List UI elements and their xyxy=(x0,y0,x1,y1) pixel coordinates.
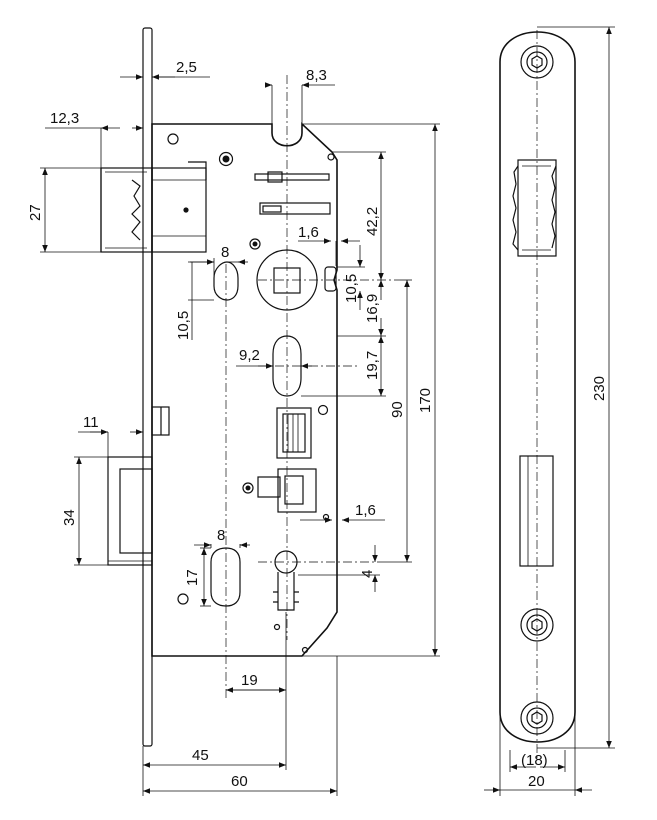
dead-bolt xyxy=(100,161,207,253)
dim-bolt-projection: 12,3 xyxy=(50,110,79,127)
screw-middle xyxy=(520,608,554,642)
dimension-labels: 2,5 8,3 12,3 27 42,2 1,6 8 10,5 10,5 16,… xyxy=(27,59,434,790)
dim-follower-to-key: 90 xyxy=(389,401,406,418)
dim-faceplate-length: 230 xyxy=(591,376,608,401)
dim-hole-height-bottom: 17 xyxy=(184,569,201,586)
dim-plate-thickness: 2,5 xyxy=(176,59,197,76)
bolt-actuator xyxy=(254,171,331,215)
latch-opening xyxy=(519,455,554,567)
dim-latch-height: 34 xyxy=(61,509,78,526)
hole-upper-right xyxy=(218,151,234,167)
front-plate xyxy=(142,27,153,747)
middle-slot xyxy=(272,335,302,397)
dim-hole-height-top: 10,5 xyxy=(175,311,192,340)
dim-follower-to-mid: 16,9 xyxy=(364,294,381,323)
dim-top-to-follower: 42,2 xyxy=(364,207,381,236)
lever-block xyxy=(276,404,329,459)
dim-follower-offset: 10,5 xyxy=(343,274,360,303)
dim-faceplate-width-ref: (18) xyxy=(521,752,548,769)
latch-bolt xyxy=(107,456,153,566)
dim-key-offset: 4 xyxy=(359,570,376,578)
faceplate-dimensions: 230 (18) 20 xyxy=(484,26,615,796)
top-slot xyxy=(271,85,303,124)
screw-bottom xyxy=(520,701,554,735)
dim-mid-slot-width: 9,2 xyxy=(239,347,260,364)
lock-case xyxy=(151,122,338,657)
dimension-lines xyxy=(40,74,440,796)
dim-case-depth: 60 xyxy=(231,773,248,790)
keyhole xyxy=(273,550,299,611)
bolt-opening xyxy=(512,159,557,257)
key-follower xyxy=(242,468,330,521)
dim-case-height: 170 xyxy=(417,388,434,413)
dim-faceplate-width: 20 xyxy=(528,773,545,790)
hole-small xyxy=(167,133,179,145)
dim-backset: 45 xyxy=(192,747,209,764)
dim-hole-to-key: 19 xyxy=(241,672,258,689)
dim-mid-slot-height: 19,7 xyxy=(364,351,381,380)
faceplate-view xyxy=(499,30,576,760)
lock-body-view xyxy=(100,27,400,747)
dim-hole-width-top: 8 xyxy=(221,244,229,261)
hole-upper-left xyxy=(213,261,239,301)
hole-lower xyxy=(210,547,241,607)
dim-offset-right-top: 1,6 xyxy=(298,224,319,241)
dim-bolt-height: 27 xyxy=(27,204,44,221)
dim-slot-width-top: 8,3 xyxy=(306,67,327,84)
dim-latch-projection: 11 xyxy=(83,414,99,431)
screw-top xyxy=(520,45,554,79)
dim-hole-width-bottom: 8 xyxy=(217,527,225,544)
dim-offset-right-bottom: 1,6 xyxy=(355,502,376,519)
